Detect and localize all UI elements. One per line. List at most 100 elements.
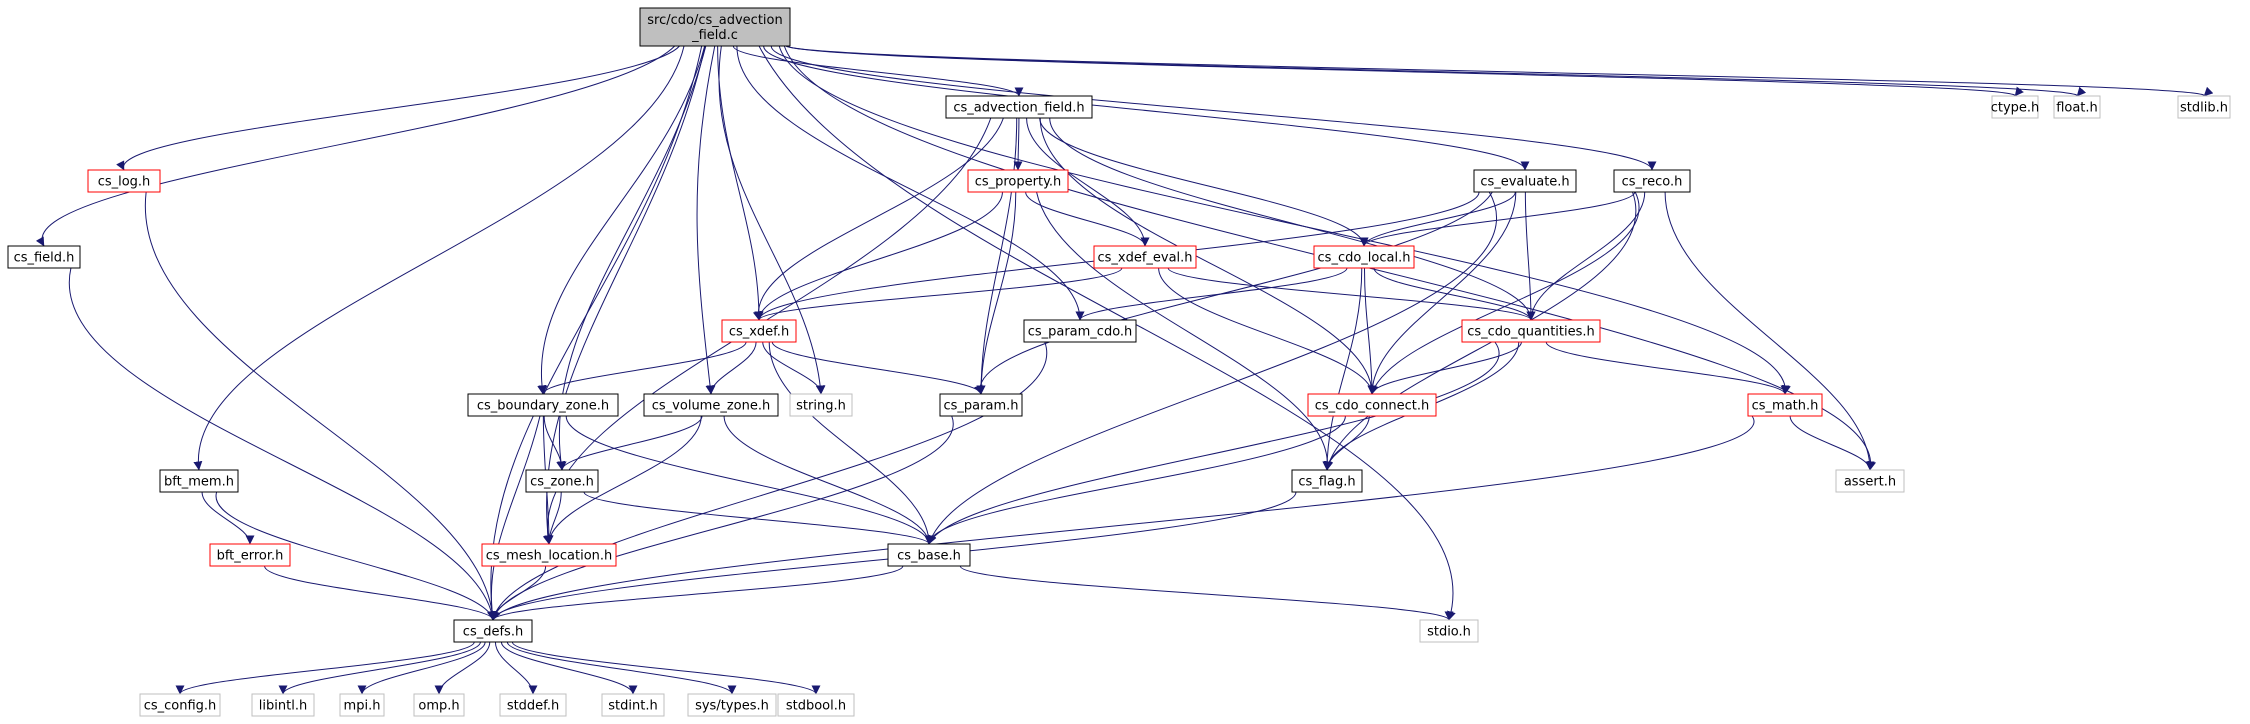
edge-root-to-cs-field-h xyxy=(35,45,676,247)
node-label: assert.h xyxy=(1844,475,1896,490)
node-cs-param-h[interactable]: cs_param.h xyxy=(939,393,1023,417)
node-label: stdlib.h xyxy=(2180,101,2228,116)
edge-cs-defs-h-to-libintl-h xyxy=(278,641,481,695)
node-box xyxy=(1307,393,1437,417)
node-mpi-h: mpi.h xyxy=(339,693,385,717)
node-label: cs_property.h xyxy=(975,175,1062,190)
node-box xyxy=(945,95,1093,119)
node-box xyxy=(721,319,797,343)
node-label: cs_config.h xyxy=(144,699,217,714)
node-cs-boundary-zone-h[interactable]: cs_boundary_zone.h xyxy=(467,393,619,417)
edge-cs-defs-h-to-cs-config-h xyxy=(175,641,475,695)
node-cs-log-h[interactable]: cs_log.h xyxy=(87,169,161,193)
edge-bft-error-h-to-cs-defs-h xyxy=(264,565,498,621)
edge-cs-property-h-to-cs-xdef-h xyxy=(754,191,1003,321)
node-cs-defs-h[interactable]: cs_defs.h xyxy=(453,619,533,643)
node-box xyxy=(525,469,599,493)
node-label: cs_advection_field.h xyxy=(953,101,1084,116)
node-box xyxy=(499,693,567,717)
edge-cs-evaluate-h-to-cs-param-h xyxy=(974,191,1493,395)
edge-cs-math-h-to-assert-h xyxy=(1789,415,1875,471)
node-cs-xdef-h[interactable]: cs_xdef.h xyxy=(721,319,797,343)
edge-cs-defs-h-to-stdbool-h xyxy=(511,641,821,695)
node-box xyxy=(1093,245,1197,269)
edge-bft-mem-h-to-cs-defs-h xyxy=(215,491,496,621)
node-cs-field-h[interactable]: cs_field.h xyxy=(7,245,81,269)
edge-cs-log-h-to-cs-defs-h xyxy=(144,191,497,621)
node-stdbool-h: stdbool.h xyxy=(777,693,855,717)
node-label: cs_flag.h xyxy=(1298,475,1355,490)
edge-cs-reco-h-to-assert-h xyxy=(1664,191,1875,471)
edge-cs-reco-h-to-cs-cdo-connect-h xyxy=(1370,191,1640,395)
node-cs-cdo-connect-h[interactable]: cs_cdo_connect.h xyxy=(1307,393,1437,417)
node-box xyxy=(139,693,221,717)
node-cs-volume-zone-h[interactable]: cs_volume_zone.h xyxy=(643,393,779,417)
node-bft-mem-h[interactable]: bft_mem.h xyxy=(159,469,239,493)
edge-cs-evaluate-h-to-cs-cdo-quantities-h xyxy=(1524,191,1536,321)
edge-cs-base-h-to-cs-defs-h xyxy=(488,565,904,621)
edge-root-to-cs-math-h xyxy=(778,45,1791,395)
node-box xyxy=(1991,95,2039,119)
node-cs-advection-field-h[interactable]: cs_advection_field.h xyxy=(945,95,1093,119)
node-label: src/cdo/cs_advection xyxy=(647,13,782,28)
node-cs-reco-h[interactable]: cs_reco.h xyxy=(1613,169,1691,193)
node-box xyxy=(1023,319,1137,343)
node-cs-cdo-local-h[interactable]: cs_cdo_local.h xyxy=(1313,245,1415,269)
edge-root-to-stdio-h xyxy=(758,45,1456,621)
node-ctype-h: ctype.h xyxy=(1991,95,2039,119)
node-cs-param-cdo-h[interactable]: cs_param_cdo.h xyxy=(1023,319,1137,343)
edge-cs-property-h-to-cs-param-h xyxy=(976,191,1017,395)
node-box xyxy=(339,693,385,717)
node-cs-flag-h[interactable]: cs_flag.h xyxy=(1291,469,1363,493)
node-sys-types-h: sys/types.h xyxy=(687,693,777,717)
header-nodes: src/cdo/cs_advection_field.c cs_advection… xyxy=(7,7,2231,717)
node-cs-property-h[interactable]: cs_property.h xyxy=(967,169,1069,193)
node-label: cs_cdo_connect.h xyxy=(1315,399,1429,414)
node-label: string.h xyxy=(796,399,846,414)
node-cs-mesh-location-h[interactable]: cs_mesh_location.h xyxy=(481,543,617,567)
edge-cs-advection-field-h-to-cs-cdo-local-h xyxy=(1039,117,1369,247)
node-cs-base-h[interactable]: cs_base.h xyxy=(887,543,971,567)
edge-cs-advection-field-h-to-cs-param-h xyxy=(976,117,1018,395)
node-cs-evaluate-h[interactable]: cs_evaluate.h xyxy=(1473,169,1577,193)
node-label: libintl.h xyxy=(259,699,307,714)
node-label: cs_field.h xyxy=(14,251,75,266)
node-box xyxy=(453,619,533,643)
dependency-edges xyxy=(35,45,2214,695)
edge-root-to-cs-reco-h xyxy=(770,45,1657,171)
edge-cs-xdef-h-to-cs-volume-zone-h xyxy=(706,341,757,395)
edge-bft-mem-h-to-bft-error-h xyxy=(201,491,255,545)
edge-root-to-cs-advection-field-h xyxy=(732,45,1024,97)
edge-cs-zone-h-to-cs-mesh-location-h xyxy=(544,491,562,545)
node-cs-zone-h[interactable]: cs_zone.h xyxy=(525,469,599,493)
node-cs-xdef-eval-h[interactable]: cs_xdef_eval.h xyxy=(1093,245,1197,269)
node-label: bft_error.h xyxy=(217,549,284,564)
node-root[interactable]: src/cdo/cs_advection_field.c xyxy=(639,7,791,47)
node-box xyxy=(1747,393,1823,417)
node-box xyxy=(601,693,665,717)
edge-cs-defs-h-to-omp-h xyxy=(434,641,491,695)
edge-root-to-bft-mem-h xyxy=(193,45,685,471)
node-box xyxy=(7,245,81,269)
edge-cs-boundary-zone-h-to-cs-base-h xyxy=(565,415,934,545)
node-cs-math-h[interactable]: cs_math.h xyxy=(1747,393,1823,417)
node-cs-cdo-quantities-h[interactable]: cs_cdo_quantities.h xyxy=(1461,319,1601,343)
node-libintl-h: libintl.h xyxy=(251,693,315,717)
node-label: stdint.h xyxy=(608,699,657,714)
edge-cs-xdef-eval-h-to-cs-cdo-connect-h xyxy=(1158,267,1377,395)
edge-cs-cdo-local-h-to-cs-param-cdo-h xyxy=(1075,267,1348,321)
node-bft-error-h[interactable]: bft_error.h xyxy=(209,543,291,567)
node-box xyxy=(87,169,161,193)
node-box xyxy=(687,693,777,717)
node-label: cs_param.h xyxy=(944,399,1019,414)
edge-cs-advection-field-h-to-cs-xdef-h xyxy=(752,117,1004,321)
node-label: cs_defs.h xyxy=(463,625,523,640)
node-label: cs_cdo_quantities.h xyxy=(1467,325,1595,340)
node-box xyxy=(1313,245,1415,269)
node-label: cs_xdef_eval.h xyxy=(1097,251,1192,266)
node-label: cs_xdef.h xyxy=(729,325,789,340)
node-label: cs_boundary_zone.h xyxy=(477,399,609,414)
edge-cs-cdo-quantities-h-to-cs-cdo-connect-h xyxy=(1367,341,1522,395)
node-stdlib-h: stdlib.h xyxy=(2177,95,2231,119)
